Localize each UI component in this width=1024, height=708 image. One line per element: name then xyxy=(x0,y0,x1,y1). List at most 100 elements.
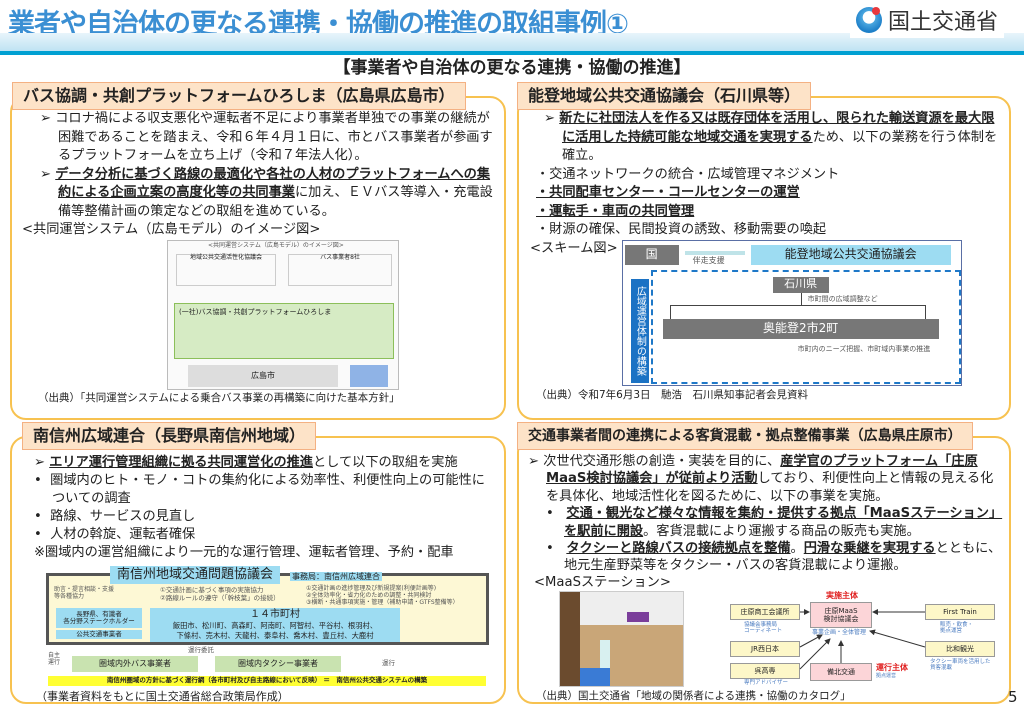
minami-title: 南信州広域連合（長野県南信州地域） xyxy=(22,422,317,450)
text: 圏域内のヒト・モノ・コトの集約化による効率性、利便性向上の可能性についての調査 xyxy=(50,473,485,506)
hiwa-note: タクシー車両を活用した 貨客混載 xyxy=(930,658,991,672)
kure-note: 専門アドバイザー xyxy=(744,679,789,686)
emphasis: データ分析に基づく路線の最適化や各社の人材のプラットフォームへの集約による企画立… xyxy=(55,166,491,201)
shobara-bullet-1: ➢ 次世代交通形態の創造・実装を目的に、産学官のプラットフォーム「庄原MaaS検… xyxy=(528,454,994,504)
city-box: 広島市 xyxy=(188,364,338,387)
country-box: 国 xyxy=(624,244,679,265)
page-number: 5 xyxy=(1008,688,1018,706)
title-band xyxy=(0,33,1024,51)
towns-note: 市町内のニーズ把握、市町域内事業の推進 xyxy=(797,344,931,353)
hiroshima-body: ➢ コロナ禍による収支悪化や運転者不足により事業者単独での事業の継続が困難である… xyxy=(22,110,500,221)
result-banner: 南信州圏域の方針に基づく運行網（各市町村及び自主路線において反映） ＝ 南信州公… xyxy=(48,676,486,686)
munis-list: 飯田市、松川町、高森町、阿南町、阿智村、平谷村、根羽村、 下條村、売木村、天龍村… xyxy=(172,621,378,640)
noto-scheme-row: <スキーム図> 国 伴走支援 能登地域公共交通協議会 広域運営体制の構築 石川県… xyxy=(530,239,1005,386)
towns-box: 奥能登2市2町 xyxy=(662,318,939,339)
shobara-diagram: 実施主体 庄原MaaS 検討協議会 事業企画・全体管理 庄原商工会議所 協議会事… xyxy=(730,591,1002,689)
arrows xyxy=(799,608,926,670)
blue-box xyxy=(350,364,388,387)
bus-operators-box: 圏域内外バス事業者 xyxy=(72,656,198,672)
noto-bullet-1: ➢ 新たに社団法人を作る又は既存団体を活用し、限られた輸送資源を最大限に活用した… xyxy=(544,111,998,164)
noto-source: （出典）令和7年6月3日 馳浩 石川県知事記者会見資料 xyxy=(536,388,809,401)
text: ため、以下の業務を行う体制を確立。 xyxy=(562,129,998,164)
noto-content: ➢ 新たに社団法人を作る又は既存団体を活用し、限られた輸送資源を最大限に活用した… xyxy=(530,110,1005,402)
platform-box: (一社)バス協調・共創プラットフォームひろしま xyxy=(174,302,394,359)
emphasis: エリア運行管理組織に拠る共同運営化の推進 xyxy=(49,455,313,470)
diagram-title: <共同運営システム（広島モデル）のイメージ図> xyxy=(208,241,344,249)
shobara-source: （出典）国土交通省「地域の関係者による連携・協働のカタログ」 xyxy=(536,689,851,702)
stakeholders-box: 長野県、有識者 各分野ステークホルダー xyxy=(56,608,142,628)
pref-box: 石川県 xyxy=(772,276,829,293)
hiroshima-title: バス協調・共創プラットフォームひろしま（広島県広島市） xyxy=(12,82,466,110)
photo-cushion xyxy=(580,667,610,686)
minami-council: 南信州地域交通問題協議会 xyxy=(110,566,280,584)
shobara-body: ➢ 次世代交通形態の創造・実装を目的に、産学官のプラットフォーム「庄原MaaS検… xyxy=(520,453,1004,575)
noto-item: ・交通ネットワークの統合・広域管理マネジメント xyxy=(536,166,840,182)
noto-body: ➢ 新たに社団法人を作る又は既存団体を活用し、限られた輸送資源を最大限に活用した… xyxy=(530,110,1005,240)
tasks-label: ①交通計画の進捗管理及び新規提案(利便計画等) ②全体効率化・省力化のための調整… xyxy=(306,585,459,606)
advice-label: 助言・提言相談・支援等各種協力 xyxy=(54,586,115,600)
hiroshima-model-diagram: <共同運営システム（広島モデル）のイメージ図> 地域公共交通活性化協議会 バス事… xyxy=(167,239,399,390)
noto-item: ・財源の確保、民間投資の誘致、移動需要の喚起 xyxy=(536,222,827,237)
noto-scheme: 国 伴走支援 能登地域公共交通協議会 広域運営体制の構築 石川県 市町間の広域調… xyxy=(621,239,962,386)
support-label: ①交通計画に基づく事項の実施協力 ②路線ルールの遵守（「幹枝葉」の接続） xyxy=(160,586,280,602)
munis-title: １４市町村 xyxy=(250,609,300,620)
minami-item: • 圏域内のヒト・モノ・コトの集約化による効率性、利便性向上の可能性についての調… xyxy=(34,473,485,506)
photo-banner xyxy=(627,611,649,622)
council-box: 地域公共交通活性化協議会 xyxy=(176,253,276,286)
maas-station-photo xyxy=(559,590,684,687)
public-operators-box: 公共交通事業者 xyxy=(56,630,142,639)
noto-item: ・運転手・車両の共同管理 xyxy=(536,203,695,219)
logo-text: 国土交通省 xyxy=(888,10,999,35)
text: 次世代交通形態の創造・実装を目的に、 xyxy=(543,454,781,469)
jr-box: JR西日本 xyxy=(730,640,800,657)
minami-bullet-1: ➢ エリア運行管理組織に拠る共同運営化の推進として以下の取組を実施 xyxy=(34,455,458,470)
minami-note: ※圏域内の運営組織により一元的な運行管理、運転者管理、予約・配車 xyxy=(34,545,454,560)
taxi-operators-box: 圏域内タクシー事業者 xyxy=(215,656,341,672)
op-note: 拠点運営 xyxy=(876,672,897,679)
emphasis: 交通・観光など様々な情報を集約・提供する拠点「MaaSステーション」を駅前に開設 xyxy=(564,506,1003,539)
operators-box: バス事業者8社 xyxy=(288,253,392,286)
vertical-label: 広域運営体制の構築 xyxy=(630,278,649,383)
shobara-sub-1: • 交通・観光など様々な情報を集約・提供する拠点「MaaSステーション」を駅前に… xyxy=(546,506,1003,539)
office-label: 事務局：南信州広域連合 xyxy=(290,572,382,582)
text: 人材の斡旋、運転者確保 xyxy=(50,527,196,542)
first-train-box: First Train xyxy=(925,603,995,620)
chamber-note: 協議会事務局 コーディネート xyxy=(744,621,783,635)
text: しており、利便性向上と情報の見える化を具体化、地域活性化を図るために、以下の事業… xyxy=(546,471,994,504)
text: 。客貨混載により運搬する商品の販売も実施。 xyxy=(643,523,920,539)
minami-item: • 路線、サービスの見直し xyxy=(34,509,196,524)
self-label: 自主運行 xyxy=(48,652,61,666)
hiroshima-caption: <共同運営システム（広島モデル）のイメージ図> xyxy=(22,222,321,237)
photo-fridge xyxy=(600,639,610,670)
center-note: 事業企画・全体管理 xyxy=(812,628,867,636)
mlit-logo-icon xyxy=(856,7,882,33)
emphasis: タクシーと路線バスの接続拠点を整備 xyxy=(566,541,791,557)
dashed-frame xyxy=(650,269,961,384)
support-label: 伴走支援 xyxy=(692,255,725,265)
shobara-sub-2: • タクシーと路線バスの接続拠点を整備。円滑な乗継を実現するとともに、地元生産野… xyxy=(546,541,1002,574)
hiroshima-source: （出典）「共同運営システムによる乗合バス事業の再構築に向けた基本方針」 xyxy=(38,391,400,404)
emphasis: 新たに社団法人を作る又は既存団体を活用し、限られた輸送資源を最大限に活用した持続… xyxy=(559,111,995,145)
minami-source: （事業者資料をもとに国土交通省総合政策局作成） xyxy=(36,690,289,703)
shobara-content: ➢ 次世代交通形態の創造・実装を目的に、産学官のプラットフォーム「庄原MaaS検… xyxy=(520,453,1004,703)
maas-council-box: 庄原MaaS 検討協議会 xyxy=(810,601,872,628)
impl-label: 実施主体 xyxy=(826,590,858,600)
shobara-caption: <MaaSステーション> xyxy=(534,574,671,590)
mlit-logo: 国土交通省 xyxy=(850,2,1005,38)
noto-item: ・共同配車センター・コールセンターの運営 xyxy=(536,185,800,200)
section-title: 【事業者や自治体の更なる連携・協働の推進】 xyxy=(333,58,691,78)
text: とともに、地元生産野菜等をタクシー・バスの客貨混載により運搬。 xyxy=(564,541,1002,574)
consign-label: 運行委託 xyxy=(188,646,214,654)
hiroshima-bullet-2: ➢ データ分析に基づく路線の最適化や各社の人材のプラットフォームへの集約による企… xyxy=(40,166,493,219)
emphasis: 産学官のプラットフォーム「庄原MaaS検討協議会」が従前より活動 xyxy=(546,454,978,487)
text: として以下の取組を実施 xyxy=(313,455,458,470)
op-label: 運行主体 xyxy=(876,662,908,672)
noto-caption: <スキーム図> xyxy=(530,240,618,256)
connector xyxy=(800,292,802,305)
title-rule xyxy=(0,51,1024,55)
text: 。 xyxy=(790,541,804,557)
photo-window xyxy=(560,591,580,686)
hiroshima-content: ➢ コロナ禍による収支悪化や運転者不足により事業者単独での事業の継続が困難である… xyxy=(22,110,500,405)
kure-box: 呉高専 xyxy=(730,662,800,679)
pref-note: 市町間の広域調整など xyxy=(807,294,878,303)
